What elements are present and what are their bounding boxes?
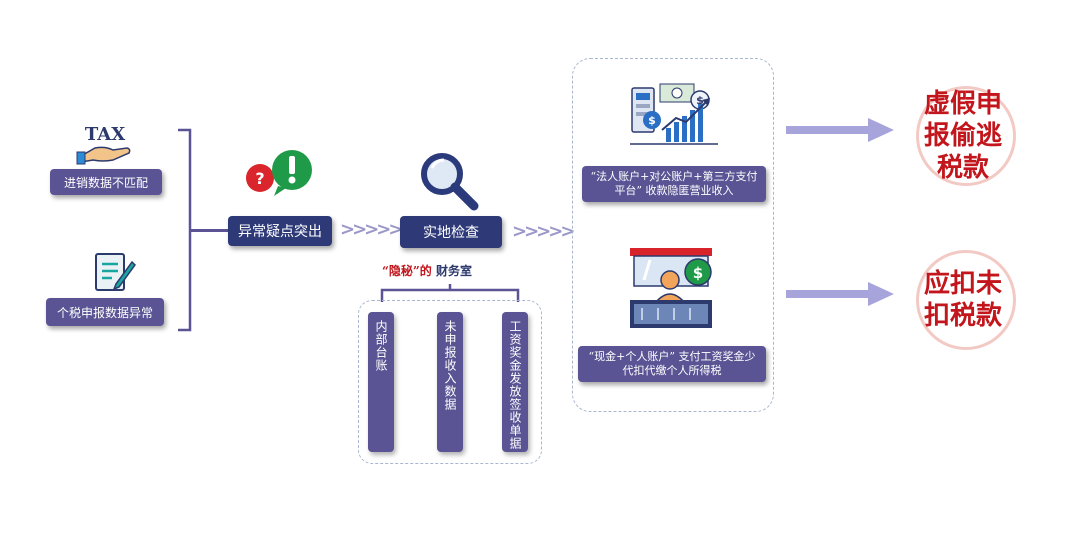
finance-growth-icon: $ $ bbox=[628, 80, 720, 152]
right-box-hidden-revenue: “法人账户+对公账户+第三方支付平台” 收款隐匿营业收入 bbox=[582, 166, 766, 202]
svg-text:$: $ bbox=[648, 114, 656, 127]
left-item-iit-abnormal: 个税申报数据异常 bbox=[46, 298, 164, 326]
step-onsite-inspection: 实地检查 bbox=[400, 216, 502, 248]
question-exclamation-bubbles-icon: ? bbox=[242, 148, 316, 198]
outcome-unwithheld-text: 应扣未扣税款 bbox=[923, 269, 1002, 331]
ledger-internal: 内部台账 bbox=[368, 312, 394, 452]
hidden-room-caption: “隐秘”的 财务室 bbox=[382, 262, 472, 279]
tax-icon-text: TAX bbox=[85, 124, 125, 145]
ledger-payroll-receipts-label: 工资奖金发放签收单据 bbox=[508, 320, 522, 450]
right-arrow-2 bbox=[786, 280, 896, 308]
ledger-unreported-income-label: 未申报收入数据 bbox=[443, 320, 457, 411]
hidden-room-bracket bbox=[378, 284, 522, 304]
step-anomaly-button: 异常疑点突出 bbox=[228, 216, 332, 246]
hidden-room-quoted: “隐秘”的 bbox=[382, 264, 432, 278]
ledger-unreported-income: 未申报收入数据 bbox=[437, 312, 463, 452]
outcome-evasion-text: 虚假申报偷逃税款 bbox=[923, 89, 1002, 183]
right-box-underwithheld-iit: “现金+个人账户” 支付工资奖金少代扣代缴个人所得税 bbox=[578, 346, 766, 382]
tax-hand-icon: TAX bbox=[75, 118, 137, 166]
svg-text:$: $ bbox=[693, 264, 703, 282]
cashier-dollar-icon: $ bbox=[628, 246, 716, 332]
bracket-connector bbox=[190, 229, 228, 232]
left-item-mismatch: 进销数据不匹配 bbox=[50, 169, 162, 195]
hidden-room-rest: 财务室 bbox=[436, 264, 473, 278]
right-arrow-1 bbox=[786, 116, 896, 144]
chevrons-1: >>>>> bbox=[340, 219, 403, 240]
svg-text:?: ? bbox=[255, 169, 264, 188]
checklist-pencil-icon bbox=[92, 252, 136, 294]
svg-text:$: $ bbox=[696, 94, 704, 107]
left-bracket bbox=[176, 128, 196, 336]
magnifier-icon bbox=[418, 150, 480, 212]
chevrons-2: >>>>> bbox=[512, 221, 575, 242]
ledger-dashed-box bbox=[358, 300, 542, 464]
ledger-internal-label: 内部台账 bbox=[374, 320, 388, 372]
outcome-stamp-evasion: 虚假申报偷逃税款 bbox=[916, 86, 1016, 186]
right-dashed-panel bbox=[572, 58, 774, 412]
ledger-payroll-receipts: 工资奖金发放签收单据 bbox=[502, 312, 528, 452]
outcome-stamp-unwithheld: 应扣未扣税款 bbox=[916, 250, 1016, 350]
